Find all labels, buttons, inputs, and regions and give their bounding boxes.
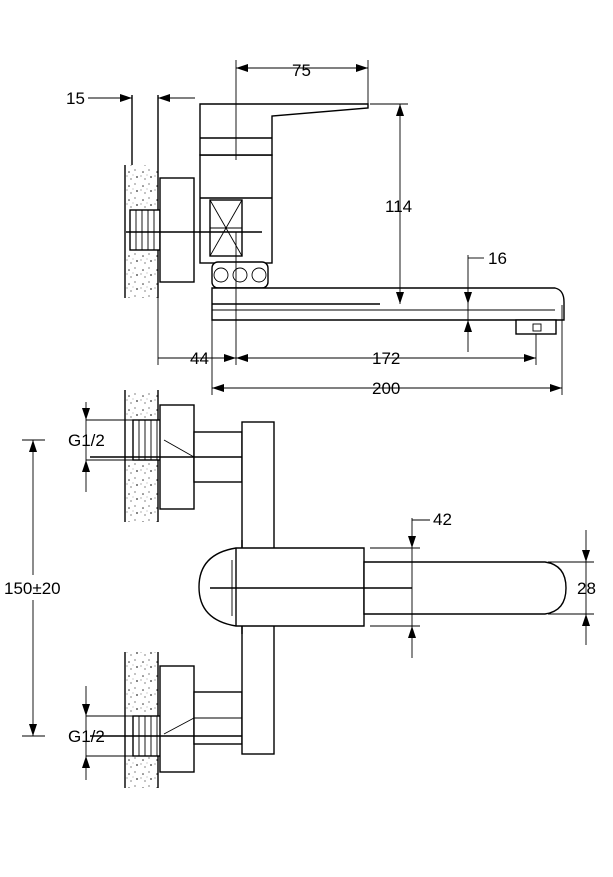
threaded-insert-side [129, 209, 161, 251]
handle-top [198, 547, 365, 627]
spout-top [363, 561, 567, 615]
wall-section-top-lower [125, 652, 158, 714]
wall-section-top-upper [125, 390, 158, 420]
handle-lever-side [199, 103, 369, 156]
side-view-dimensions: 15 75 114 16 44 172 [66, 60, 563, 398]
top-view-dimensions: G1/2 150±20 G1/2 42 28 [4, 402, 596, 780]
dim-overall-length: 200 [372, 379, 400, 398]
escutcheon-side [159, 177, 195, 283]
wall-section-top-lower-2 [125, 756, 158, 788]
dim-spout-height: 16 [488, 249, 507, 268]
dim-thread-lower: G1/2 [68, 727, 105, 746]
dim-wall-offset: 15 [66, 89, 85, 108]
aerator-side [515, 319, 557, 335]
wall-section-top-upper-2 [125, 460, 158, 522]
dim-spout-offset: 42 [433, 510, 452, 529]
dim-thread-upper: G1/2 [68, 431, 105, 450]
dim-spout-width: 28 [577, 579, 596, 598]
dim-spout-projection-wall: 44 [190, 349, 209, 368]
swivel-ring-side [211, 261, 269, 289]
dim-height-total: 114 [385, 197, 412, 216]
top-view [90, 390, 567, 788]
wall-section-side-lower [125, 250, 158, 298]
dim-centre-distance: 150±20 [4, 579, 61, 598]
side-view [124, 95, 565, 335]
escutcheon-top-lower [159, 665, 195, 773]
dim-spout-projection: 172 [372, 349, 400, 368]
wall-section-side-upper [125, 165, 158, 210]
threaded-insert-top-upper [132, 419, 164, 461]
dim-handle-length: 75 [292, 61, 311, 80]
